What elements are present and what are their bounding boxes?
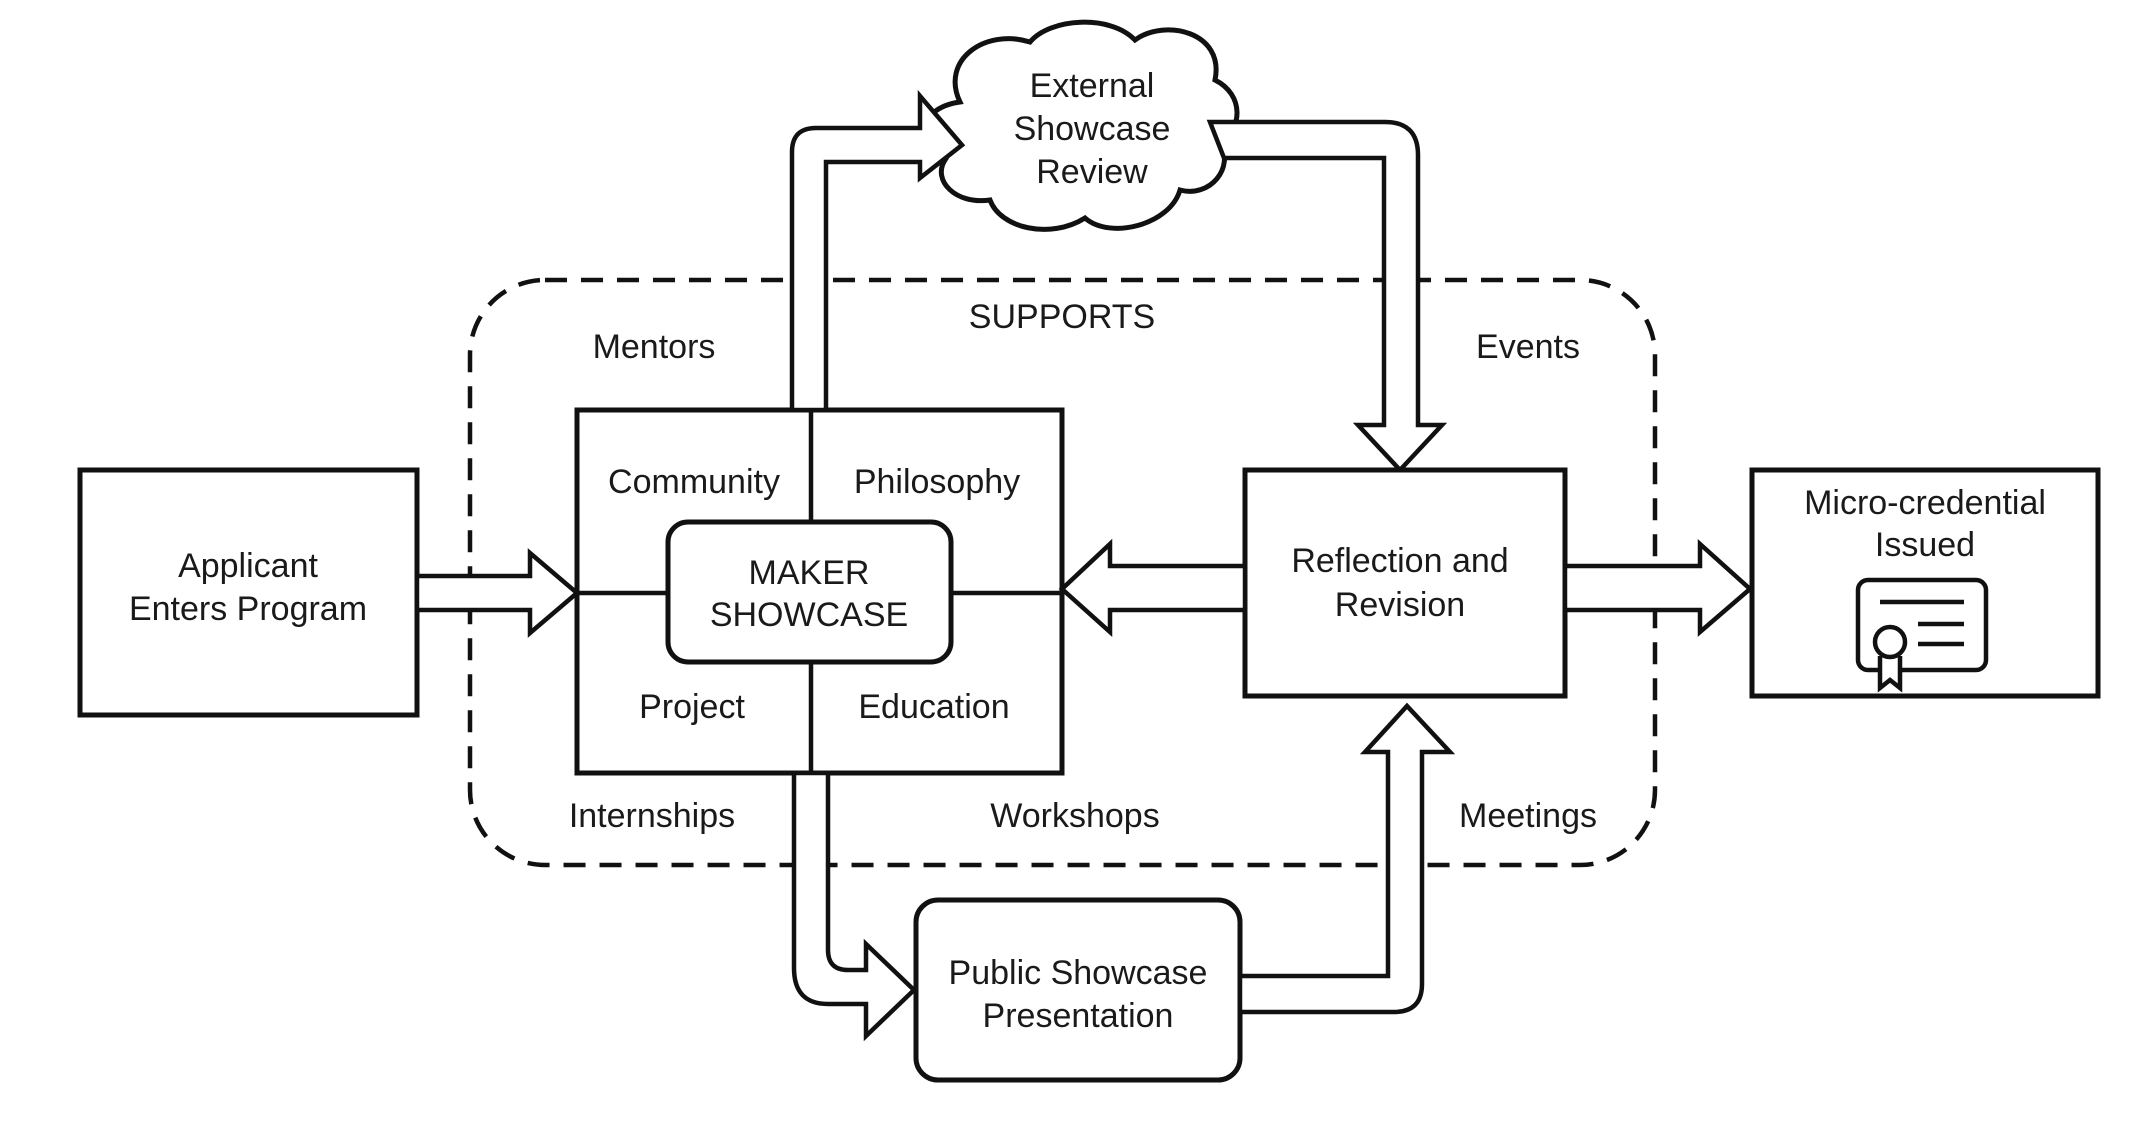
arrow-reflection-to-core: [1058, 538, 1248, 638]
arrow-reflection-to-credential: [1562, 538, 1754, 637]
supports-title: SUPPORTS: [969, 298, 1155, 336]
applicant-label-line2: Enters Program: [129, 590, 367, 628]
maker-showcase-box: [665, 519, 954, 665]
core-philosophy: Philosophy: [854, 463, 1020, 501]
supports-internships: Internships: [569, 797, 735, 835]
arrow-external-review-to-reflection: [1206, 119, 1448, 474]
reflection-line1: Reflection and: [1291, 542, 1508, 580]
supports-workshops: Workshops: [990, 797, 1159, 835]
certificate-icon: [1855, 577, 1989, 693]
external-review-line3: Review: [1036, 153, 1148, 191]
reflection-box: [1242, 467, 1568, 699]
core-community: Community: [608, 463, 780, 501]
credential-line2: Issued: [1875, 526, 1975, 564]
public-showcase-line1: Public Showcase: [949, 954, 1208, 992]
maker-showcase-line1: MAKER: [749, 554, 870, 592]
supports-events: Events: [1476, 328, 1580, 366]
external-review-cloud: [920, 19, 1240, 232]
arrow-public-showcase-to-reflection: [1237, 702, 1456, 1015]
core-education: Education: [858, 688, 1009, 726]
credential-box: [1749, 467, 2101, 699]
external-review-line2: Showcase: [1014, 110, 1171, 148]
reflection-line2: Revision: [1335, 586, 1465, 624]
external-review-line1: External: [1030, 67, 1155, 105]
maker-showcase-line2: SHOWCASE: [710, 596, 908, 634]
arrow-core-to-external-review: [789, 89, 966, 413]
supports-mentors: Mentors: [593, 328, 716, 366]
arrow-applicant-to-core: [414, 548, 581, 638]
public-showcase-line2: Presentation: [983, 997, 1174, 1035]
credential-line1: Micro-credential: [1804, 484, 2046, 522]
supports-meetings: Meetings: [1459, 797, 1597, 835]
arrow-core-to-public-showcase: [791, 770, 918, 1042]
core-project: Project: [639, 688, 745, 726]
applicant-label-line1: Applicant: [178, 547, 318, 585]
